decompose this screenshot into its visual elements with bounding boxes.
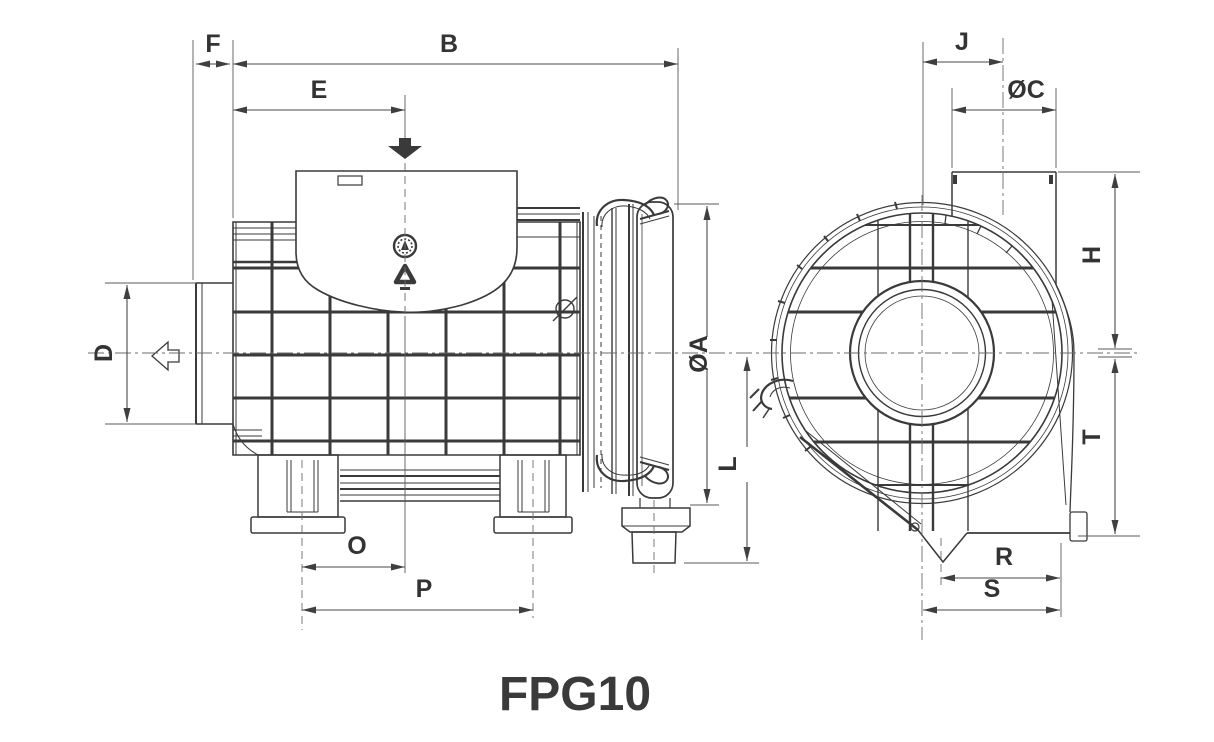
dim-label-s: S xyxy=(984,575,1001,603)
dim-label-p: P xyxy=(416,575,433,603)
side-view xyxy=(151,170,691,564)
dimension-T: T xyxy=(1078,359,1119,534)
dimension-O: O xyxy=(302,532,405,571)
clamp-latch-bottom-icon xyxy=(595,453,670,485)
volute-scroll xyxy=(799,284,1088,564)
dimension-diaA: ØA xyxy=(685,206,713,503)
ejector-v xyxy=(917,529,968,564)
dim-label-dia-c: ØC xyxy=(1007,76,1045,104)
outlet-tube xyxy=(951,171,1057,285)
dim-label-l: L xyxy=(714,456,742,471)
dimension-F: F xyxy=(196,30,230,68)
dust-ejector-valve xyxy=(621,498,691,564)
dimension-E: E xyxy=(233,76,422,159)
dimension-P: P xyxy=(302,575,533,614)
dimension-D: D xyxy=(90,285,131,422)
airflow-arrow-icon xyxy=(151,340,180,372)
volute-foot xyxy=(1069,511,1088,542)
body-underside xyxy=(340,469,500,502)
dimension-H: H xyxy=(1078,174,1119,348)
dimensions: F B E D ØA L xyxy=(90,28,1140,617)
dimension-R: R xyxy=(941,543,1060,582)
dimension-J: J xyxy=(923,28,1003,66)
dim-label-j: J xyxy=(955,28,969,56)
clamp-latch-top-icon xyxy=(595,196,670,228)
dim-label-dia-a: ØA xyxy=(685,335,713,373)
dimension-L: L xyxy=(714,357,751,561)
dim-label-f: F xyxy=(205,30,220,58)
clamp-latch-front-icon xyxy=(749,378,794,419)
dim-label-r: R xyxy=(995,543,1013,571)
front-view xyxy=(749,171,1088,564)
dimension-B: B xyxy=(233,30,678,68)
mounting-feet xyxy=(250,454,573,534)
inlet-tube xyxy=(195,282,259,456)
dim-label-t: T xyxy=(1078,429,1106,444)
cover-slot xyxy=(337,175,363,186)
dim-label-b: B xyxy=(440,30,458,58)
dimension-S: S xyxy=(923,575,1060,614)
dim-label-o: O xyxy=(347,532,366,560)
service-cover xyxy=(295,170,518,314)
end-cap xyxy=(582,201,674,499)
dimension-diaC: ØC xyxy=(952,76,1056,114)
dim-label-e: E xyxy=(311,76,328,104)
inlet-direction-arrow-icon xyxy=(388,138,422,159)
dim-label-d: D xyxy=(90,344,118,362)
centerlines xyxy=(88,38,1140,640)
drawing-title: FPG10 xyxy=(499,668,651,721)
dim-label-h: H xyxy=(1078,246,1106,264)
drain-plug-icon xyxy=(552,296,578,322)
